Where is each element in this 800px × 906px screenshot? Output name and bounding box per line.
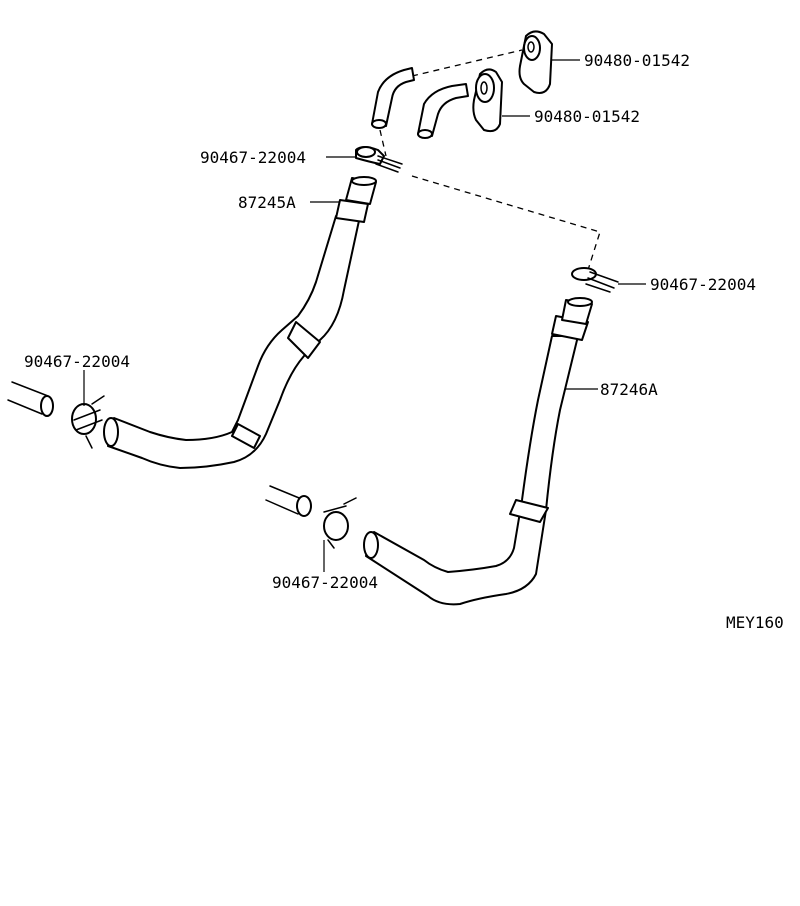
clamp-left	[71, 395, 105, 449]
pipe-stub-bottom	[265, 485, 312, 517]
reference-line-left-clamp	[379, 129, 387, 157]
label-grommet-lower: 90480-01542	[534, 107, 640, 126]
hose-left	[103, 176, 377, 469]
reference-line-upper-grommet	[411, 49, 523, 77]
label-clamp-upper-left: 90467-22004	[200, 148, 306, 167]
clamp-right	[571, 267, 619, 293]
label-grommet-upper: 90480-01542	[584, 51, 690, 70]
diagram-code: MEY160	[726, 613, 784, 632]
clamp-bottom	[323, 497, 357, 549]
label-hose-left: 87245A	[238, 193, 296, 212]
label-hose-right: 87246A	[600, 380, 658, 399]
clamp-upper	[355, 146, 403, 173]
grommet-lower	[472, 68, 503, 133]
grommet-upper	[518, 30, 553, 94]
hose-right	[363, 297, 593, 606]
reference-line-right-hose	[411, 175, 601, 271]
pipe-stub-left	[7, 381, 54, 417]
pipe-upper-left	[371, 67, 415, 129]
pipe-upper-right	[417, 83, 469, 139]
label-clamp-right: 90467-22004	[650, 275, 756, 294]
label-clamp-bottom: 90467-22004	[272, 573, 378, 592]
label-clamp-left: 90467-22004	[24, 352, 130, 371]
